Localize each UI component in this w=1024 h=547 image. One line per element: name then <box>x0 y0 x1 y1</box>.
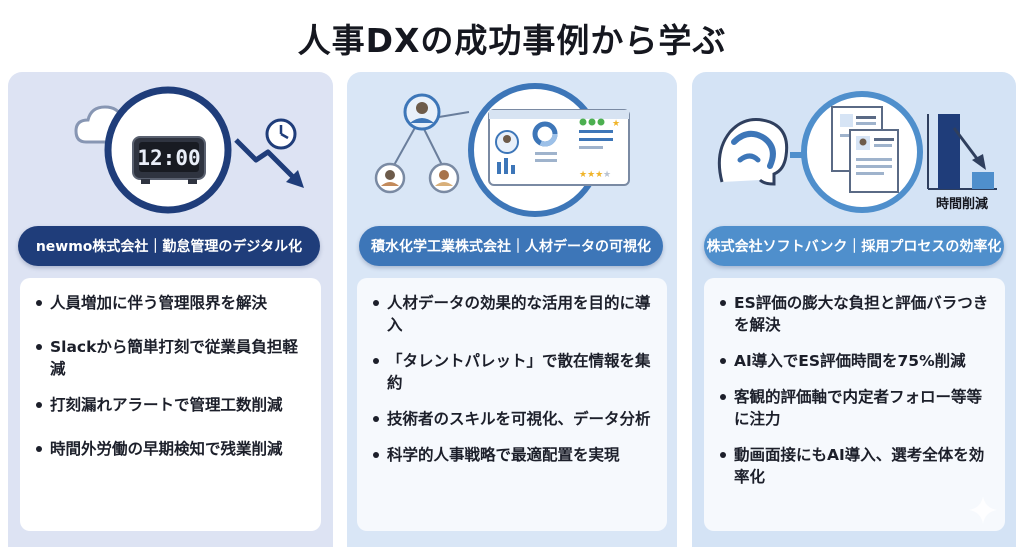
sparkle-icon <box>969 496 997 524</box>
bullet-item: Slackから簡単打刻で従業員負担軽減 <box>34 336 309 380</box>
bullet-item: 人員増加に伴う管理限界を解決 <box>34 292 309 314</box>
person-icon <box>374 162 406 194</box>
time-reduction-label: 時間削減 <box>936 196 988 212</box>
clock-display: 12:00 <box>137 146 200 170</box>
bullet-item: 技術者のスキルを可視化、データ分析 <box>371 408 655 430</box>
digital-clock-icon: 12:00 <box>104 86 232 214</box>
person-icon <box>403 93 441 131</box>
down-trend-arrow-icon <box>234 138 304 188</box>
bullet-item: 客観的評価軸で内定者フォロー等等に注力 <box>718 386 993 430</box>
case-card-sekisui: ★ ★★★ ★ 積水化学工業株式会社｜人材データの可視化 人材データの効果的な活… <box>347 72 677 547</box>
svg-text:★: ★ <box>603 170 611 180</box>
case-heading: 株式会社ソフトバンク｜採用プロセスの効率化 <box>704 226 1004 266</box>
case-card-newmo: 12:00 newmo株式会社｜勤怠管理のデジタル化 人員増加に伴う管理限界を解… <box>8 72 333 547</box>
illustration-recruiting: 時間削減 <box>692 72 1016 222</box>
bullet-item: ES評価の膨大な負担と評価バラつきを解決 <box>718 292 993 336</box>
case-bullet-panel: 人材データの効果的な活用を目的に導入 「タレントパレット」で散在情報を集約 技術… <box>357 278 667 531</box>
bullet-item: 人材データの効果的な活用を目的に導入 <box>371 292 655 336</box>
case-heading: newmo株式会社｜勤怠管理のデジタル化 <box>18 226 320 266</box>
person-icon <box>428 162 460 194</box>
documents-icon <box>801 91 923 213</box>
bar-chart-icon <box>927 114 997 190</box>
svg-text:★★★: ★★★ <box>579 170 603 180</box>
bullet-item: 科学的人事戦略で最適配置を実現 <box>371 444 655 466</box>
svg-text:★: ★ <box>612 119 620 129</box>
brain-icon <box>717 118 789 186</box>
clock-icon <box>265 118 297 150</box>
case-heading: 積水化学工業株式会社｜人材データの可視化 <box>359 226 663 266</box>
bullet-item: 「タレントパレット」で散在情報を集約 <box>371 350 655 394</box>
illustration-attendance: 12:00 <box>8 72 333 222</box>
illustration-talent-data: ★ ★★★ ★ <box>347 72 677 222</box>
dashboard-icon: ★ ★★★ ★ <box>468 83 630 217</box>
bullet-item: 動画面接にもAI導入、選考全体を効率化 <box>718 444 993 488</box>
bullet-item: AI導入でES評価時間を75%削減 <box>718 350 993 372</box>
case-card-softbank: 時間削減 株式会社ソフトバンク｜採用プロセスの効率化 ES評価の膨大な負担と評価… <box>692 72 1016 547</box>
bullet-item: 時間外労働の早期検知で残業削減 <box>34 438 309 460</box>
case-bullet-panel: ES評価の膨大な負担と評価バラつきを解決 AI導入でES評価時間を75%削減 客… <box>704 278 1005 531</box>
case-bullet-panel: 人員増加に伴う管理限界を解決 Slackから簡単打刻で従業員負担軽減 打刻漏れア… <box>20 278 321 531</box>
page-title: 人事DXの成功事例から学ぶ <box>297 21 727 60</box>
bullet-item: 打刻漏れアラートで管理工数削減 <box>34 394 309 416</box>
